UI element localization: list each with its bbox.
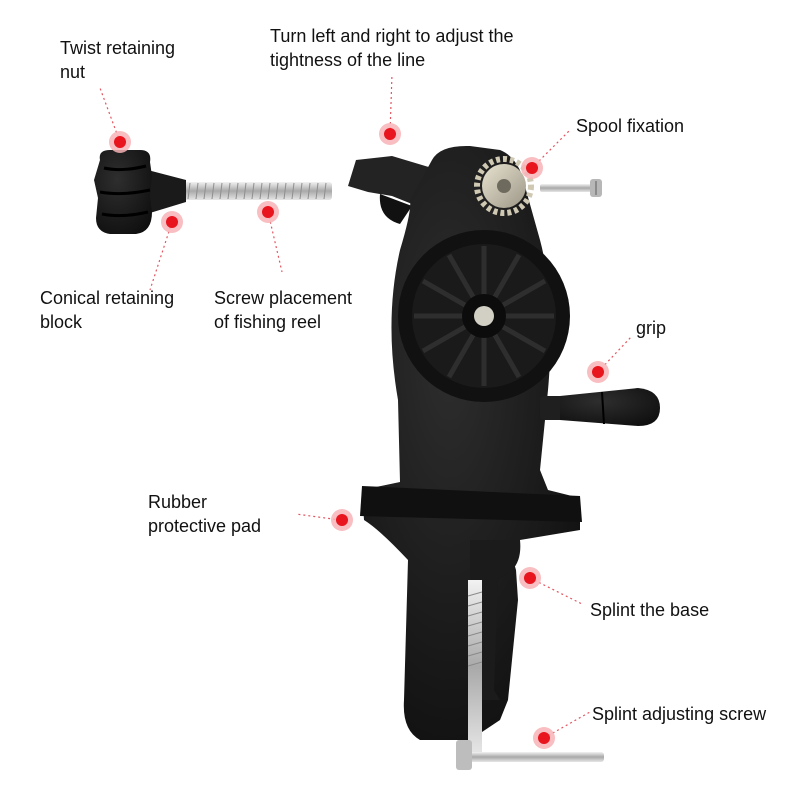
label-line: nut — [60, 62, 86, 82]
clamp-shadow — [379, 194, 412, 224]
marker-twist-nut — [109, 131, 131, 153]
label-line: Splint the base — [590, 600, 710, 620]
label-turn-adjust: Turn left and right to adjust the tightn… — [270, 24, 513, 72]
grip-handle — [540, 388, 660, 426]
marker-grip — [587, 361, 609, 383]
hub-bolt — [474, 306, 494, 326]
label-line: tightness of the line — [270, 50, 426, 70]
label-spool-fixation: Spool fixation — [576, 114, 684, 138]
label-screw-placement: Screw placement of fishing reel — [214, 286, 352, 334]
t-bar-hub — [456, 740, 472, 770]
label-line: Twist retaining — [60, 38, 176, 58]
label-line: Screw placement — [214, 288, 353, 308]
rubber-pad — [360, 486, 582, 522]
label-line: protective pad — [148, 516, 262, 536]
label-splint-the-base: Splint the base — [590, 598, 709, 622]
label-grip: grip — [636, 316, 666, 340]
marker-splint-base — [519, 567, 541, 589]
label-line: block — [40, 312, 83, 332]
tension-clamp — [348, 156, 436, 204]
rod-threads — [187, 182, 327, 200]
label-line: Conical retaining — [40, 288, 175, 308]
label-line: Rubber — [148, 492, 208, 512]
label-line: grip — [636, 318, 667, 338]
spool-fixation-screw — [540, 179, 602, 197]
marker-conical-block — [161, 211, 183, 233]
drive-gear — [474, 156, 534, 216]
clamp-arm — [470, 540, 521, 700]
clamp-screw-threads — [467, 591, 483, 667]
marker-rubber-pad — [331, 509, 353, 531]
clamp-screw-rod — [468, 580, 482, 754]
marker-splint-screw — [533, 727, 555, 749]
spooler-body — [348, 145, 660, 770]
label-line: Splint adjusting screw — [592, 704, 767, 724]
knob-grooves — [99, 164, 151, 218]
t-bar-handle — [456, 752, 604, 762]
label-line: Turn left and right to adjust the — [270, 26, 514, 46]
label-line: of fishing reel — [214, 312, 322, 332]
label-conical-retaining-block: Conical retaining block — [40, 286, 174, 334]
label-line: Spool fixation — [576, 116, 685, 136]
label-rubber-protective-pad: Rubber protective pad — [148, 490, 261, 538]
label-splint-adjusting-screw: Splint adjusting screw — [592, 702, 766, 726]
twist-nut-assembly — [94, 150, 332, 234]
marker-screw-placement — [257, 201, 279, 223]
marker-spool-fixation — [521, 157, 543, 179]
label-twist-retaining-nut: Twist retaining nut — [60, 36, 175, 84]
marker-turn-adjust — [379, 123, 401, 145]
